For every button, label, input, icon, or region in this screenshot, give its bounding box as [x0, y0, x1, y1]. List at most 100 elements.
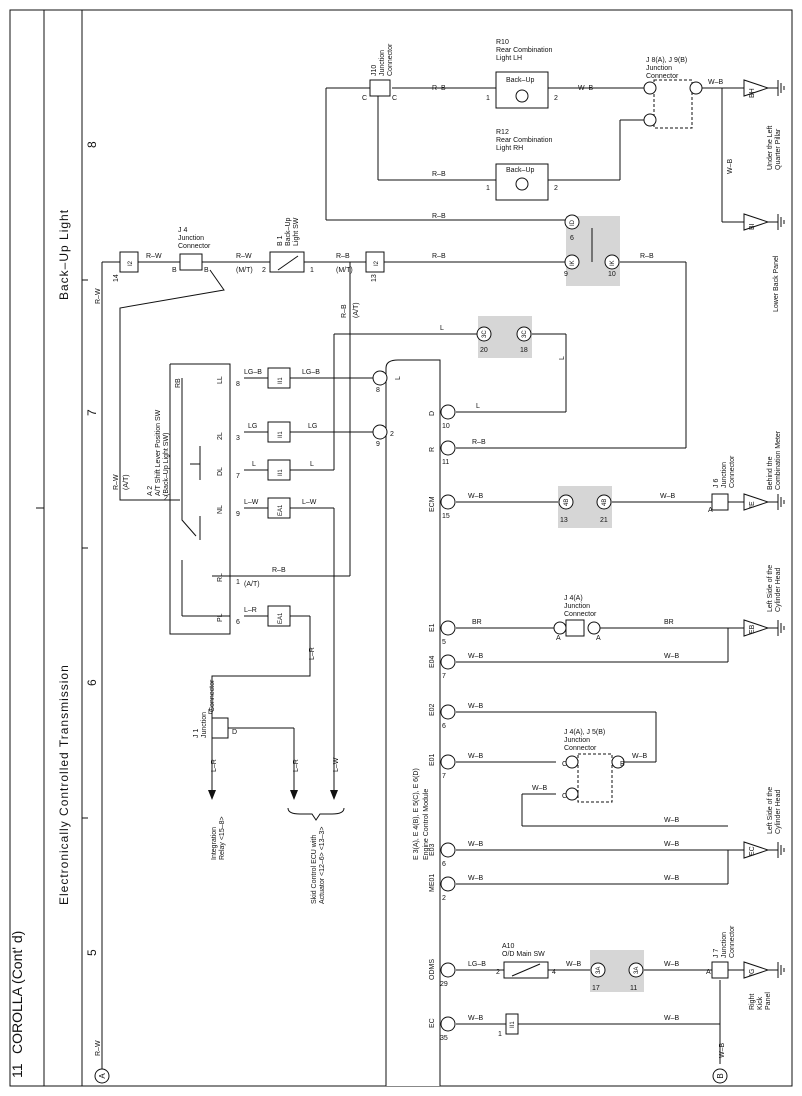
pin: 13 [560, 517, 568, 524]
connector-ea1: EA1 [278, 504, 284, 516]
terminal-b-label: B [716, 1073, 725, 1078]
ground-bi: BI [749, 223, 756, 230]
a2-terminal: 2L [217, 432, 224, 440]
wire-label: L [310, 461, 314, 468]
r12-label: R12 [496, 129, 509, 136]
a2-label: A/T Shift Lever Position SW [155, 409, 162, 496]
wire-label: LG–B [468, 961, 486, 968]
a10-label: O/D Main SW [502, 951, 545, 958]
connector-3a: 3A [596, 967, 602, 974]
wire-label: LG [248, 423, 257, 430]
terminal-a-circle [94, 1068, 110, 1084]
j6-label: Junction [721, 462, 728, 488]
pin: B [172, 267, 177, 274]
wire-label: L–R [244, 607, 257, 614]
pin: A [556, 635, 561, 642]
column-number-6: 6 [85, 679, 99, 686]
pin: 1 [310, 267, 314, 274]
component-labels: R10 Rear Combination Light LH Back–Up R1… [147, 39, 736, 958]
pin: 1 [498, 1031, 502, 1038]
ecm-terminal: E04 [429, 655, 436, 668]
ground-ie-loc: Behind the [767, 456, 774, 490]
wire-label: R–W [95, 1040, 102, 1056]
ecm-label: Engine Control Module [423, 789, 430, 860]
j4b-label: Connector [564, 611, 597, 618]
connector-ii: II1 [278, 377, 284, 384]
r12-label: Light RH [496, 145, 523, 152]
wire-label: R–B [432, 85, 446, 92]
wire-label: W–B [664, 961, 680, 968]
ecm-terminal: L [395, 376, 402, 380]
r10-label: Rear Combination [496, 47, 553, 54]
connector-3c: 3C [522, 330, 528, 338]
j4c-label: Connector [564, 745, 597, 752]
ecm-terminal: E02 [429, 703, 436, 716]
wire-label: L [440, 325, 444, 332]
integration-relay-label: Relay <15–8> [219, 816, 226, 860]
pin: 2 [554, 95, 558, 102]
wire-label: W–B [468, 753, 484, 760]
connector-ii: II1 [278, 431, 284, 438]
wire-label: L–W [302, 499, 317, 506]
a2-terminal: RB [175, 378, 182, 388]
j7-label: J 7 [713, 949, 720, 958]
engine-control-module [385, 359, 441, 1086]
connector-i2: I2 [128, 260, 134, 266]
wire-label: (A/T) [244, 581, 260, 588]
j8-label: Connector [646, 73, 679, 80]
ecm-terminal-labels: L D R ECM E1 E04 E02 E01 E03 ME01 ODMS E… [395, 376, 436, 1028]
j6-label: Connector [729, 455, 736, 488]
wire-label: W–B [660, 493, 676, 500]
wire-label: LG–B [302, 369, 320, 376]
wire-label: R–B [472, 439, 486, 446]
wire-label: L–W [333, 757, 340, 772]
connector-ii: II1 [278, 469, 284, 476]
wire-network [101, 87, 744, 1070]
model-title: COROLLA (Cont' d) [9, 931, 25, 1054]
ecm-terminal: ODMS [429, 959, 436, 980]
j7-label: Connector [729, 925, 736, 958]
wire-label: R–B [336, 253, 350, 260]
wire-label: W–B [468, 653, 484, 660]
connector-id: ID [570, 219, 576, 226]
j1-label: Connector [209, 679, 216, 712]
pin: 9 [564, 271, 568, 278]
pin-circles [372, 81, 703, 1032]
pin: 35 [440, 1035, 448, 1042]
connector-ik: IK [610, 260, 616, 266]
wire-label: W–B [727, 159, 734, 175]
j1-label: Junction [201, 712, 208, 738]
ground-bi-loc: Lower Back Panel [773, 255, 780, 312]
wire-label: R–B [432, 171, 446, 178]
ecm-terminal: EC [429, 1018, 436, 1028]
pin: D [232, 729, 237, 736]
j4-label: J 4 [178, 227, 187, 234]
wire-label: W–B [578, 85, 594, 92]
column-number-5: 5 [85, 949, 99, 956]
wire-label: L–R [211, 759, 218, 772]
wire-label: W–B [468, 703, 484, 710]
b1-label: Light SW [293, 217, 300, 246]
wire-label: W–B [664, 817, 680, 824]
wire-label: W–B [532, 785, 548, 792]
pin: C [362, 95, 367, 102]
pin: 2 [164, 495, 168, 502]
pin: 2 [262, 267, 266, 274]
j4-label: Connector [178, 243, 211, 250]
a2-terminal: RL [217, 573, 224, 582]
pin: 1 [486, 95, 490, 102]
pin: 6 [442, 723, 446, 730]
a2-label: (Back–Up Light SW) [163, 433, 170, 496]
j4b-label: J 4(A) [564, 595, 583, 602]
pin: 2 [554, 185, 558, 192]
skid-ecu-label: Skid Control ECU with [311, 835, 318, 904]
pin: 21 [600, 517, 608, 524]
wire-label: BR [664, 619, 674, 626]
ground-ie-loc: Combination Meter [775, 430, 782, 490]
wire-label: R–W [113, 474, 120, 490]
pin: 4 [552, 969, 556, 976]
b1-label: B 1 [277, 235, 284, 246]
ground-bh: BH [749, 88, 756, 98]
pin: C [562, 793, 567, 800]
